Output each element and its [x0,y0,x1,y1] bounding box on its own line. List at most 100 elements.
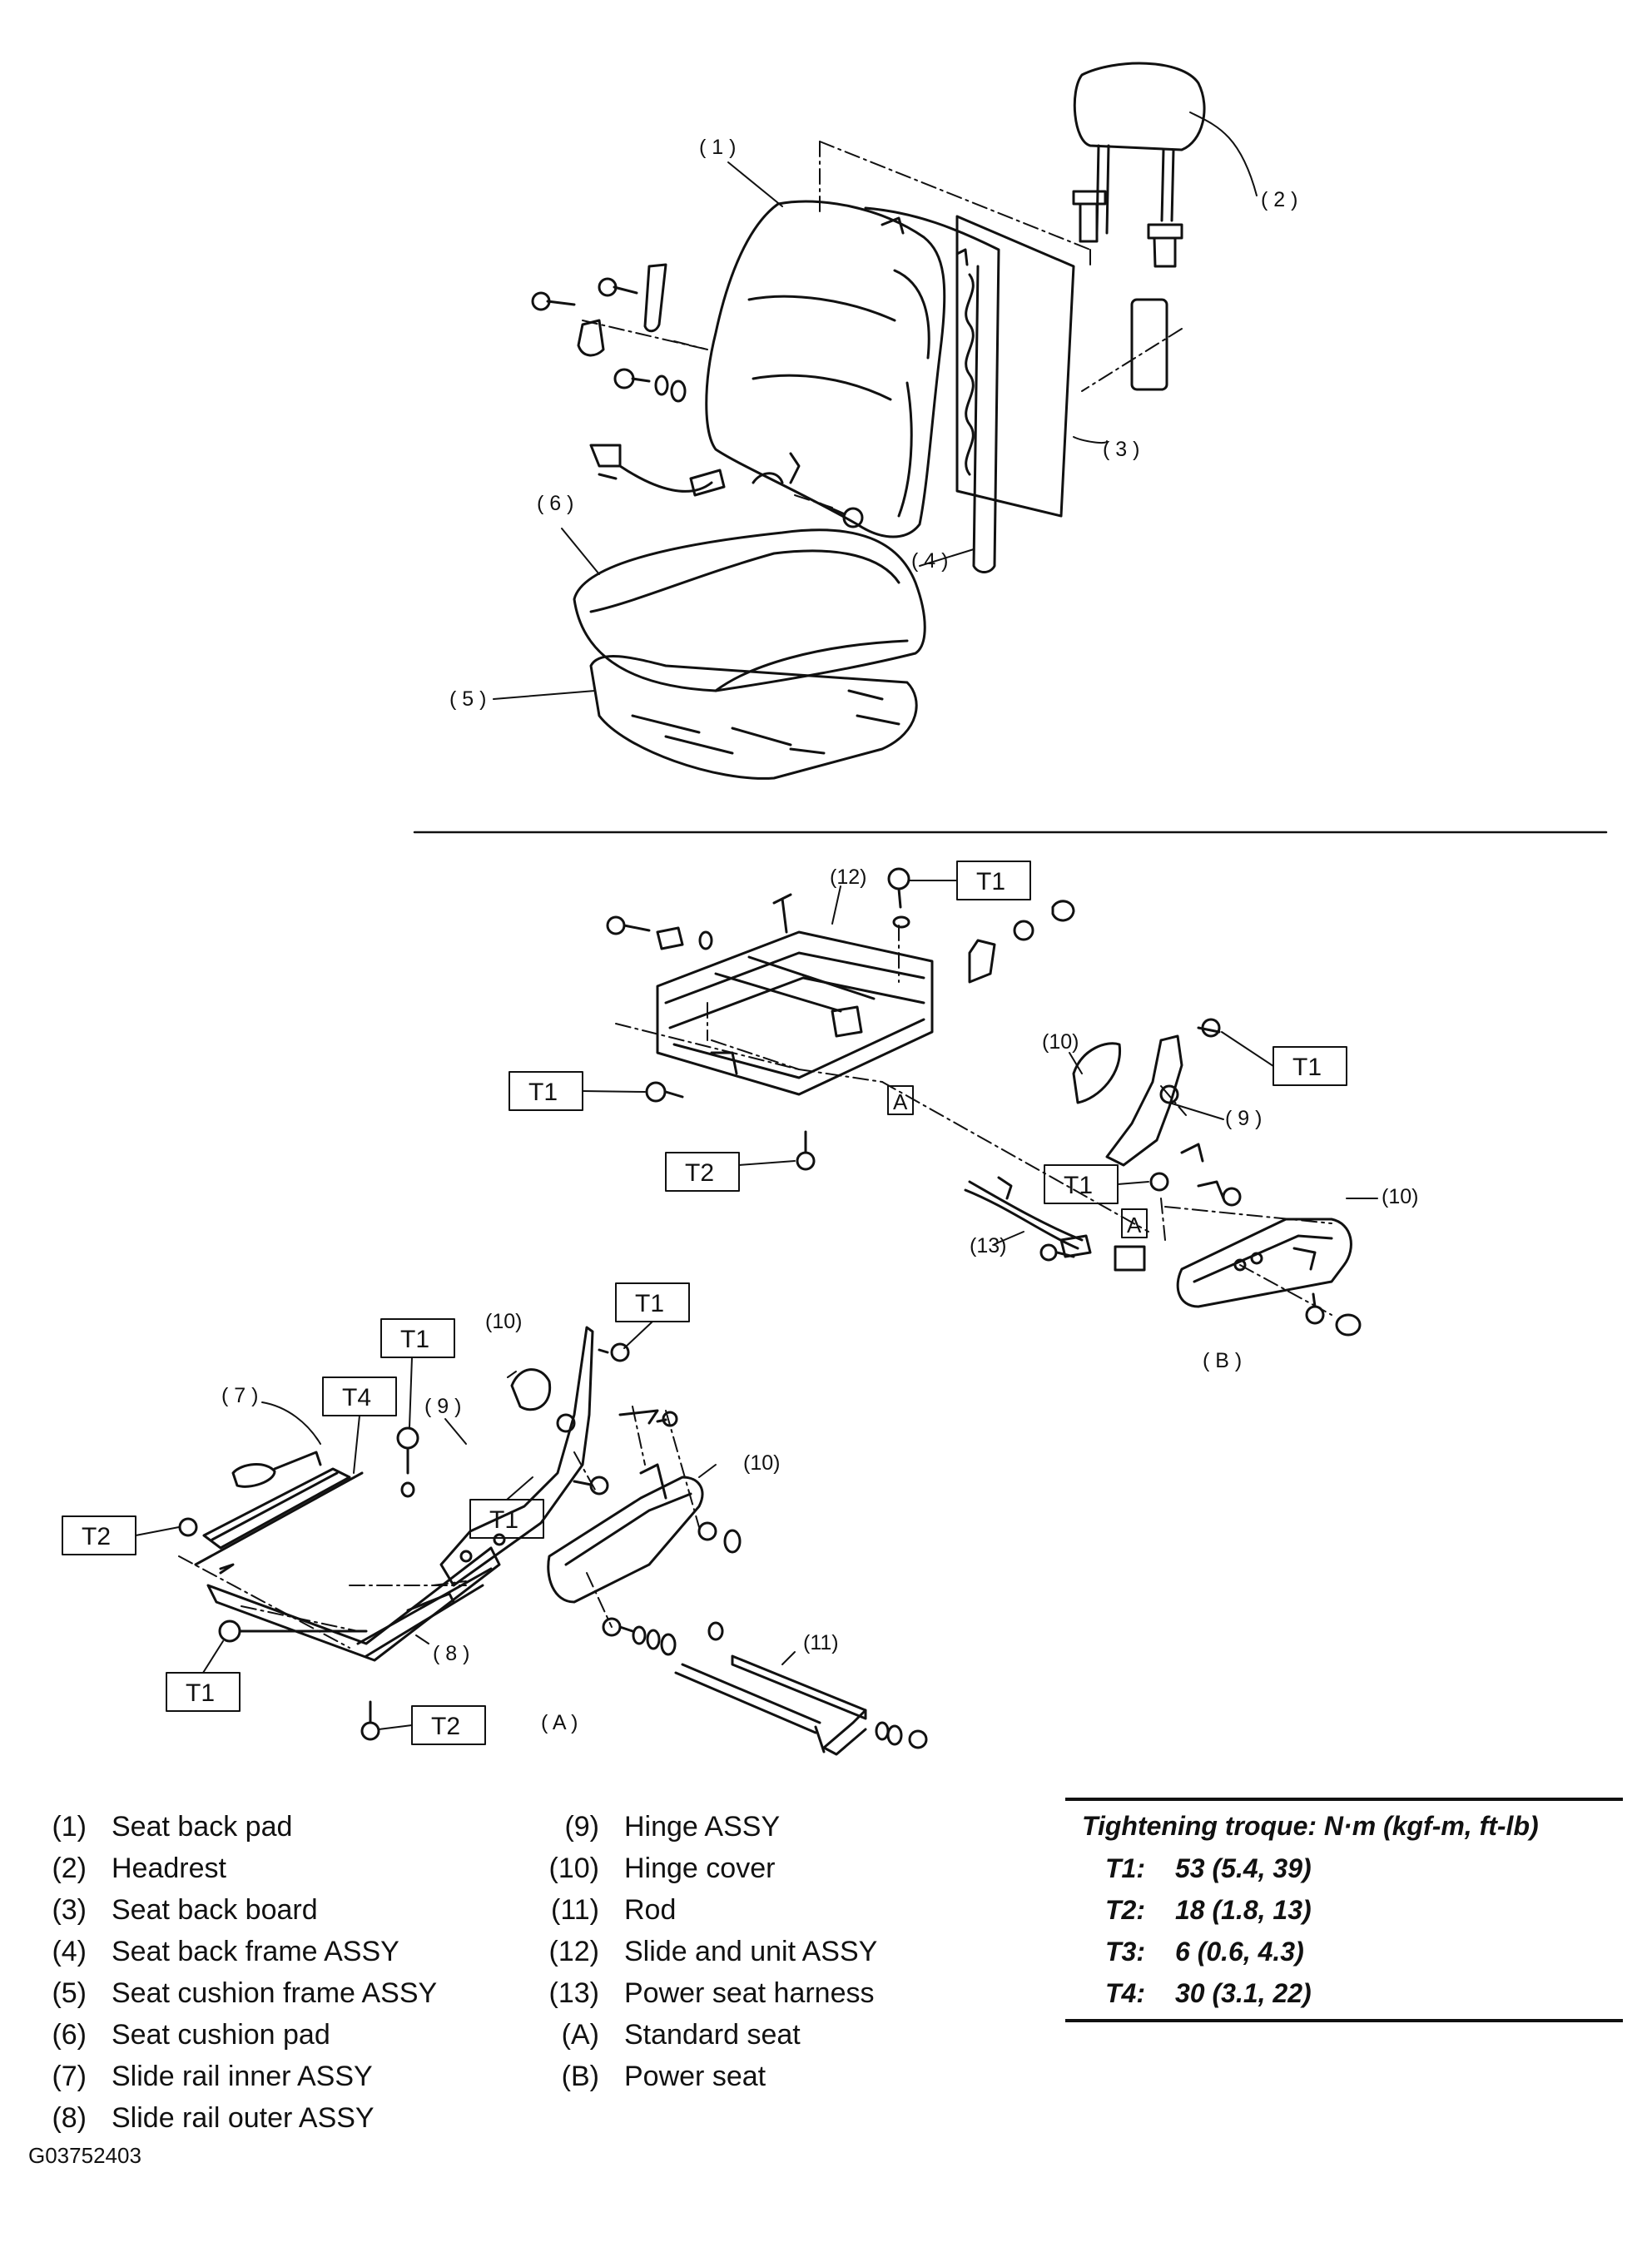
seat-back-pad-drawing [705,200,946,538]
legend-key: (3) [52,1894,87,1926]
standard-hinge-cover-drawing [547,1409,742,1604]
callout-6: ( 6 ) [537,492,573,515]
tightening-torque-table: Tightening troque: N·m (kgf-m, ft-lb) T1… [1065,1798,1623,2022]
legend-item: (9)Hinge ASSY [541,1806,877,1848]
label-standard-seat: ( A ) [541,1711,578,1734]
legend-label: Seat back pad [112,1811,293,1843]
legend-key: (11) [551,1894,599,1926]
legend-label: Seat cushion pad [112,2019,330,2051]
power-seat-harness-drawing [964,1176,1362,1337]
legend-item: (1) Seat back pad [28,1806,437,1848]
legend-key: (4) [52,1936,87,1967]
legend-label: Seat cushion frame ASSY [112,1977,438,2009]
legend-label: Slide and unit ASSY [624,1936,878,1967]
torque-tag-t1-hinge-a-mid [469,1476,544,1539]
callout-4: ( 4 ) [911,549,948,573]
legend-item: (13)Power seat harness [541,1972,877,2014]
callout-5: ( 5 ) [449,687,486,711]
legend-key: (A) [561,2019,599,2051]
torque-tag-t2-rail-left [62,1515,180,1555]
parts-legend-left: (1)Seat back pad (2)Headrest (3)Seat bac… [28,1806,437,2139]
power-seat-cover-drawing [1149,1172,1352,1308]
callout-9-a: ( 9 ) [424,1395,461,1418]
legend-item: (11)Rod [541,1889,877,1931]
callout-8: ( 8 ) [433,1642,469,1665]
ref-box-a1-label: A [893,1089,908,1114]
headrest-drawing [1072,62,1206,391]
callout-1: ( 1 ) [699,136,736,159]
torque-tag-t1-rail-bolt-text: T1 [400,1326,429,1353]
bottom-leaders [261,1371,796,1665]
torque-tag-t2-rail-left-text: T2 [82,1523,111,1550]
seat-cushion-frame-drawing [589,655,918,780]
legend-item: (4) Seat back frame ASSY [28,1931,437,1972]
torque-key: T2: [1105,1895,1145,1925]
torque-tag-t1-slide-top [908,861,1031,900]
legend-label: Headrest [112,1853,226,1884]
figure-code: G03752403 [28,2143,141,2168]
torque-row: T4: 30 (3.1, 22) [1065,1972,1623,2019]
standard-hinge-drawing [439,1326,630,1587]
torque-row: T2:18 (1.8, 13) [1065,1889,1623,1931]
legend-key: (B) [561,2061,599,2092]
legend-item: (5)Seat cushion frame ASSY [28,1972,437,2014]
legend-label: Slide rail inner ASSY [112,2061,373,2092]
callout-10-b2: (10) [1382,1185,1418,1208]
torque-tag-t1-harness-text: T1 [1064,1172,1093,1199]
top-dash-dot-lines [582,141,1183,508]
torque-row: T3:6 (0.6, 4.3) [1065,1931,1623,1972]
ref-box-a2 [1121,1208,1148,1238]
callout-2: ( 2 ) [1261,188,1297,211]
standard-slide-rail-drawing [178,1426,501,1741]
torque-tag-t4 [322,1376,397,1474]
legend-item: (10) Hinge cover [541,1848,877,1889]
torque-value: 6 (0.6, 4.3) [1175,1937,1304,1967]
legend-key: (12) [548,1936,599,1967]
legend-label: Hinge cover [624,1853,776,1884]
legend-item: (7)Slide rail inner ASSY [28,2056,437,2097]
legend-key: (1) [52,1811,87,1843]
torque-value: 53 (5.4, 39) [1175,1853,1312,1883]
torque-key: T4: [1105,1978,1145,2008]
ref-box-a2-label: A [1127,1213,1142,1238]
torque-tag-t2-rail-bottom-text: T2 [431,1713,460,1740]
torque-tag-t4-text: T4 [342,1384,371,1411]
callout-3: ( 3 ) [1103,438,1139,461]
callout-10-b1: (10) [1042,1030,1079,1054]
legend-key: (10) [548,1853,599,1884]
legend-item: (8)Slide rail outer ASSY [28,2097,437,2139]
legend-label: Power seat [624,2061,766,2092]
middle-leaders [831,885,1378,1245]
legend-item: (2) Headrest [28,1848,437,1889]
middle-dash-dot-lines [615,925,1332,1316]
torque-tag-t1-hinge-a-top-text: T1 [635,1290,664,1317]
torque-value: 30 (3.1, 22) [1175,1978,1312,2008]
torque-tag-t1-slide-left-text: T1 [528,1079,558,1106]
torque-row: T1: 53 (5.4, 39) [1065,1848,1623,1889]
callout-10-a2: (10) [743,1451,780,1475]
torque-tag-t1-hinge-a-top [615,1282,690,1349]
torque-key: T1: [1105,1853,1145,1883]
callout-12: (12) [830,866,866,889]
rod-drawing [602,1617,928,1756]
power-seat-hinge-drawing [1072,1018,1221,1167]
torque-tag-t1-hinge-a-mid-text: T1 [489,1506,518,1534]
callout-10-a1: (10) [485,1310,522,1333]
legend-key: (2) [52,1853,87,1884]
parts-legend-middle: (9)Hinge ASSY (10) Hinge cover (11)Rod (1… [541,1806,878,2097]
slide-unit-small-parts [606,867,1075,1171]
legend-key: (8) [52,2102,87,2134]
top-small-parts [531,263,864,528]
top-leaders [493,112,1258,700]
legend-label: Seat back frame ASSY [112,1936,399,1967]
slide-unit-drawing [656,893,934,1096]
torque-tag-t1-rail-bottom [166,1640,241,1712]
legend-item: (3)Seat back board [28,1889,437,1931]
seat-back-board-drawing [955,215,1075,518]
torque-tag-t1-rail-bottom-text: T1 [186,1679,215,1707]
legend-item: (6)Seat cushion pad [28,2014,437,2056]
torque-tag-t1-slide-top-text: T1 [976,868,1005,895]
callout-13: (13) [970,1234,1006,1257]
legend-label: Hinge ASSY [624,1811,781,1843]
